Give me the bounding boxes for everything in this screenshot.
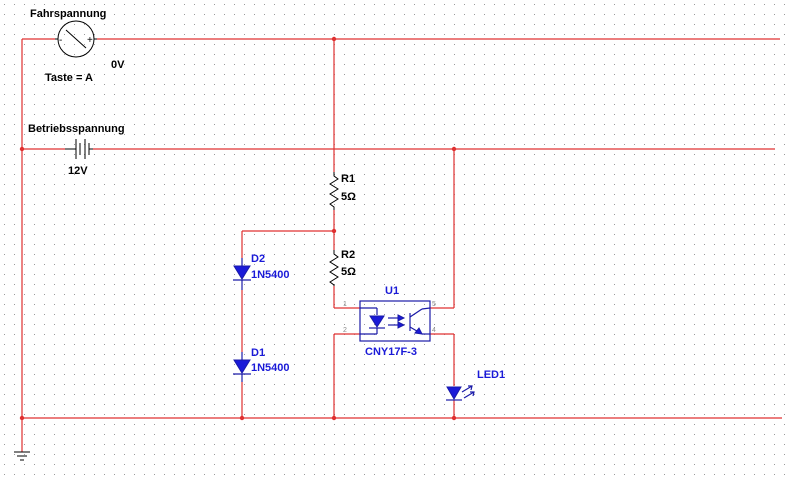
diode-icon[interactable] (233, 258, 251, 290)
junction-dot (331, 415, 337, 421)
battery-value: 12V (68, 165, 88, 177)
r2-value: 5Ω (341, 266, 356, 278)
key-hint: Taste = A (45, 72, 93, 84)
junction-dot (451, 146, 457, 152)
d1-value: 1N5400 (251, 362, 290, 374)
led-name: LED1 (477, 369, 505, 381)
junction-dot (331, 36, 337, 42)
battery-icon[interactable] (65, 139, 93, 159)
pin-5-label: 5 (432, 301, 436, 308)
meter-value: 0V (111, 59, 125, 71)
d2-name: D2 (251, 253, 265, 265)
r1-value: 5Ω (341, 191, 356, 203)
resistor-icon[interactable] (329, 250, 339, 286)
svg-text:-: - (59, 35, 62, 46)
r1-name: R1 (341, 173, 355, 185)
pin-1-label: 1 (343, 301, 347, 308)
junction-dot (19, 146, 25, 152)
svg-text:+: + (87, 35, 93, 46)
junction-dot (451, 415, 457, 421)
optocoupler-icon[interactable] (359, 300, 431, 342)
junction-dot (19, 415, 25, 421)
junction-dot (239, 415, 245, 421)
pin-2-label: 2 (343, 327, 347, 334)
resistor-icon[interactable] (329, 172, 339, 210)
pin-4-label: 4 (432, 327, 436, 334)
ground-icon[interactable] (14, 451, 30, 461)
junctions (19, 36, 457, 421)
r2-name: R2 (341, 249, 355, 261)
voltmeter-icon[interactable]: - + (55, 20, 97, 58)
d1-name: D1 (251, 347, 265, 359)
diode-icon[interactable] (233, 352, 251, 382)
meter-name: Fahrspannung (30, 8, 106, 20)
battery-name: Betriebsspannung (28, 123, 125, 135)
led-icon[interactable] (446, 385, 475, 401)
wires (21, 38, 782, 452)
u1-name: U1 (385, 285, 399, 297)
d2-value: 1N5400 (251, 269, 290, 281)
u1-value: CNY17F-3 (365, 346, 417, 358)
junction-dot (331, 228, 337, 234)
